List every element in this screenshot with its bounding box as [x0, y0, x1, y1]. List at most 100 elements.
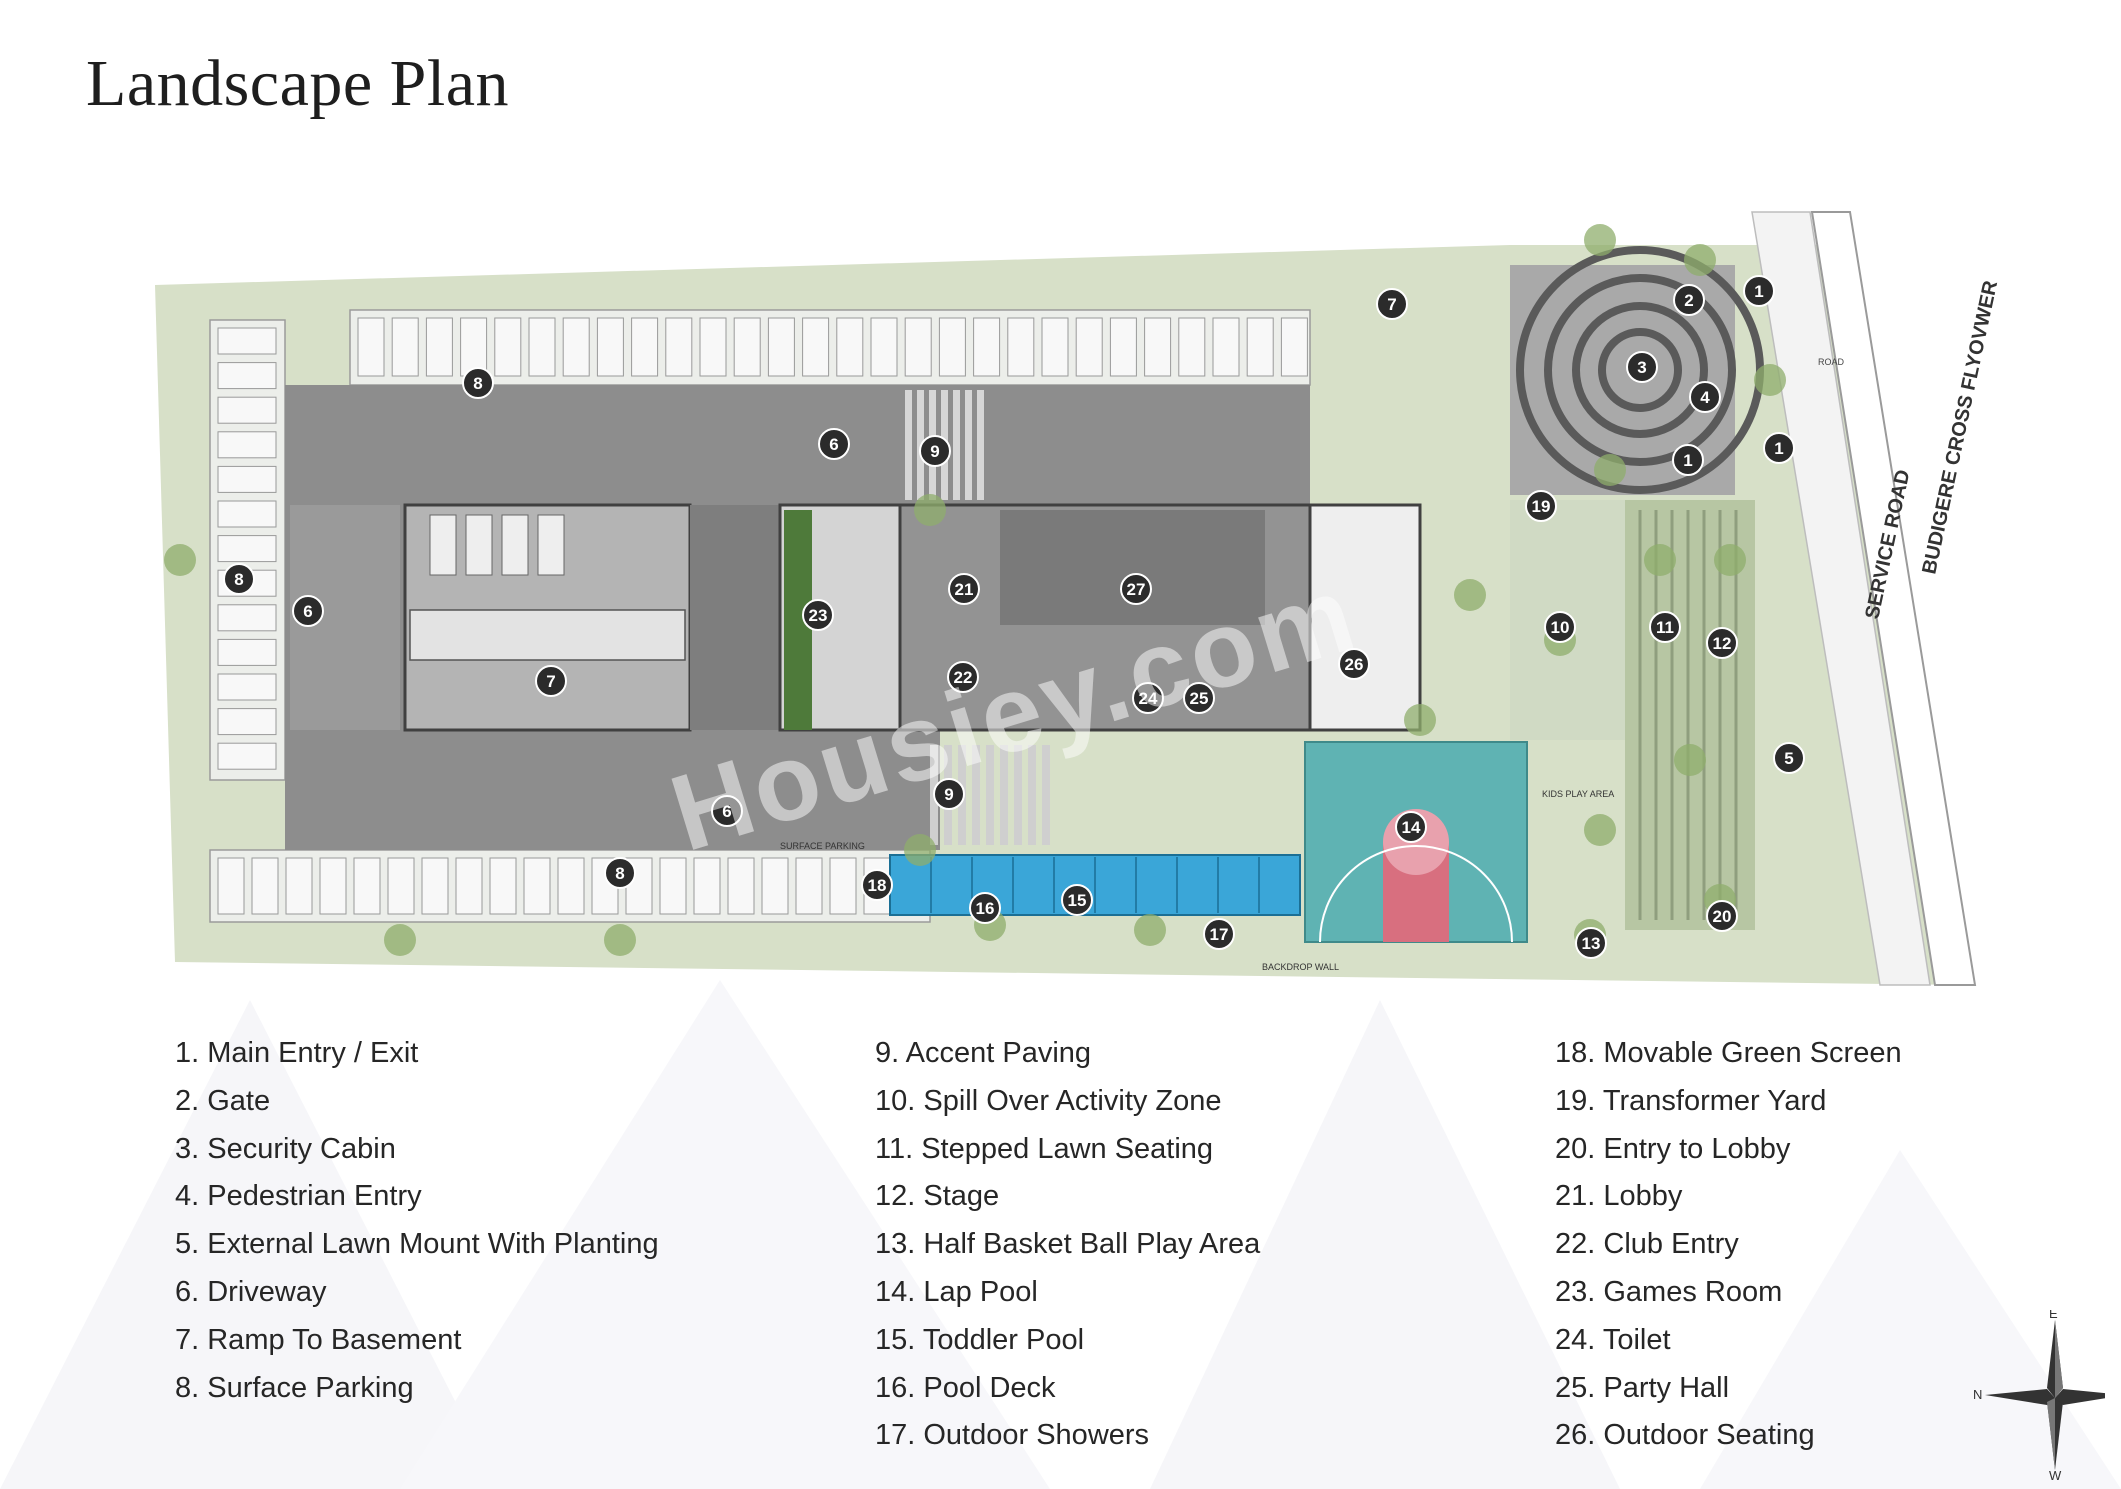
legend-item: 20. Entry to Lobby: [1555, 1132, 1791, 1165]
marker-dot: [1706, 900, 1738, 932]
plan-marker: 1: [1743, 275, 1775, 307]
plan-marker: 27: [1120, 573, 1152, 605]
marker-number: 1: [1683, 451, 1692, 470]
parking-bay: [217, 742, 277, 770]
parking-bay: [217, 327, 277, 355]
plan-marker: 4: [1689, 381, 1721, 413]
plan-marker: 14: [1395, 811, 1427, 843]
parking-bay: [523, 857, 551, 915]
legend-item: 26. Outdoor Seating: [1555, 1419, 1815, 1452]
legend-item: 14. Lap Pool: [875, 1275, 1038, 1308]
parking-bay: [1178, 317, 1206, 377]
compass-icon: E N W: [1973, 1310, 2105, 1480]
parking-bay: [562, 317, 590, 377]
marker-dot: [948, 573, 980, 605]
marker-number: 26: [1345, 655, 1364, 674]
parking-bay: [357, 317, 385, 377]
driveway-north: [285, 385, 1310, 505]
parking-bay: [251, 857, 279, 915]
plan-marker: 10: [1544, 611, 1576, 643]
parking-bay: [217, 362, 277, 390]
marker-dot: [292, 595, 324, 627]
marker-dot: [1203, 918, 1235, 950]
marker-dot: [1673, 284, 1705, 316]
outdoor-seating-block: [1308, 503, 1422, 732]
marker-dot: [1773, 742, 1805, 774]
plan-marker: 11: [1649, 611, 1681, 643]
plan-marker: 6: [818, 428, 850, 460]
marker-number: 13: [1582, 934, 1601, 953]
marker-dot: [535, 665, 567, 697]
marker-number: 1: [1754, 282, 1763, 301]
accent-paving-stripe: [1000, 745, 1008, 845]
legend-item: 24. Toilet: [1555, 1323, 1671, 1356]
parking-bay: [1280, 317, 1308, 377]
accent-paving-stripe: [1028, 745, 1036, 845]
marker-dot: [919, 435, 951, 467]
parking-bay: [217, 465, 277, 493]
marker-number: 4: [1700, 388, 1710, 407]
legend-item: 11. Stepped Lawn Seating: [875, 1132, 1214, 1165]
plan-marker: 1: [1672, 444, 1704, 476]
surface-parking-label: SURFACE PARKING: [780, 841, 865, 851]
plan-marker: 16: [969, 892, 1001, 924]
entry-ring: [1544, 274, 1736, 466]
parking-bay: [217, 500, 277, 528]
marker-number: 19: [1532, 497, 1551, 516]
marker-number: 27: [1127, 580, 1146, 599]
accent-paving-stripe: [905, 390, 912, 500]
parking-bay: [1109, 317, 1137, 377]
marker-number: 1: [1774, 439, 1783, 458]
parking-bay: [489, 857, 517, 915]
road-label: ROAD: [1818, 357, 1845, 367]
plan-marker: 25: [1183, 682, 1215, 714]
marker-dot: [1376, 288, 1408, 320]
parking-bay: [387, 857, 415, 915]
marker-dot: [1649, 611, 1681, 643]
accent-paving-stripe: [953, 390, 960, 500]
plan-marker: 6: [292, 595, 324, 627]
marker-dot: [1575, 927, 1607, 959]
marker-number: 8: [234, 570, 243, 589]
parking-bay: [693, 857, 721, 915]
marker-number: 25: [1190, 689, 1209, 708]
parking-bay: [761, 857, 789, 915]
marker-dot: [947, 661, 979, 693]
parking-bay: [528, 317, 556, 377]
marker-dot: [462, 367, 494, 399]
marker-number: 24: [1139, 689, 1158, 708]
marker-number: 22: [954, 668, 973, 687]
marker-number: 18: [868, 876, 887, 895]
parking-bay: [217, 431, 277, 459]
marker-dot: [1183, 682, 1215, 714]
plan-marker: 22: [947, 661, 979, 693]
tree: [1714, 544, 1746, 576]
legend-item: 4. Pedestrian Entry: [175, 1180, 422, 1213]
parking-bay: [767, 317, 795, 377]
legend-item: 18. Movable Green Screen: [1555, 1037, 1902, 1069]
legend-item: 19. Transformer Yard: [1555, 1084, 1827, 1117]
legend-item: 12. Stage: [875, 1180, 1000, 1213]
legend-column-3: 18. Movable Green Screen 19. Transformer …: [1555, 1030, 2121, 1460]
plan-marker: 26: [1338, 648, 1370, 680]
plan-marker: 1: [1763, 432, 1795, 464]
parking-bay: [699, 317, 727, 377]
kids-play-area-label: KIDS PLAY AREA: [1542, 789, 1614, 799]
marker-number: 6: [303, 602, 312, 621]
marker-dot: [969, 892, 1001, 924]
parking-bay: [217, 604, 277, 632]
plan-marker: 18: [861, 869, 893, 901]
parking-bay: [217, 535, 277, 563]
parking-bay: [802, 317, 830, 377]
plan-marker: 8: [604, 857, 636, 889]
court-three-point: [1319, 845, 1513, 943]
accent-paving-stripe: [977, 390, 984, 500]
parking-bay: [665, 317, 693, 377]
plan-marker: 20: [1706, 900, 1738, 932]
marker-number: 6: [722, 802, 731, 821]
parking-bay: [425, 317, 453, 377]
parking-bay: [1075, 317, 1103, 377]
marker-number: 7: [546, 672, 555, 691]
marker-number: 20: [1713, 907, 1732, 926]
